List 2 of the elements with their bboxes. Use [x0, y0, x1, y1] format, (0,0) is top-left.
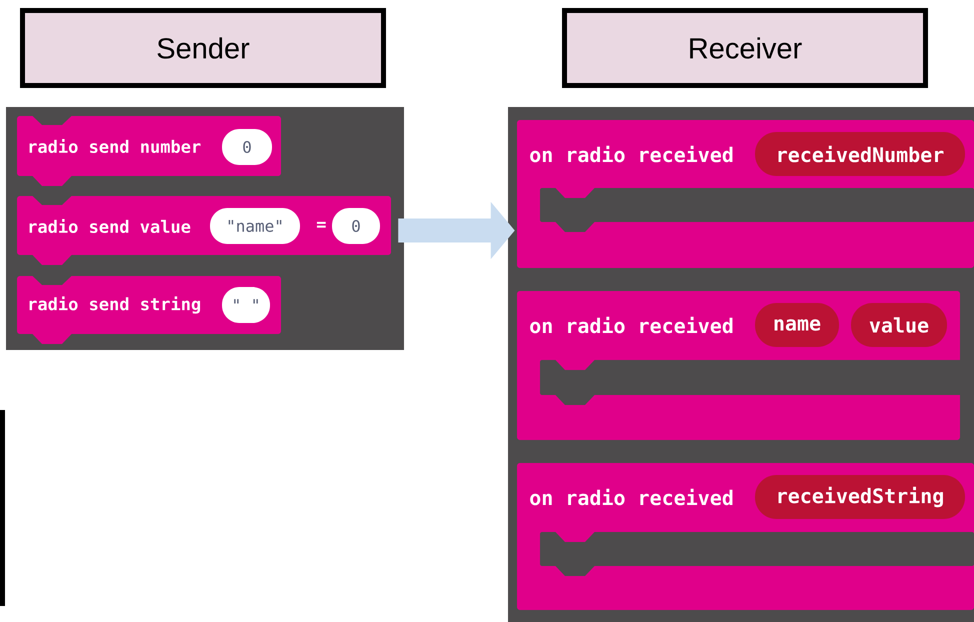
header-box: Receiver: [562, 8, 928, 88]
header-box: Sender: [20, 8, 386, 88]
